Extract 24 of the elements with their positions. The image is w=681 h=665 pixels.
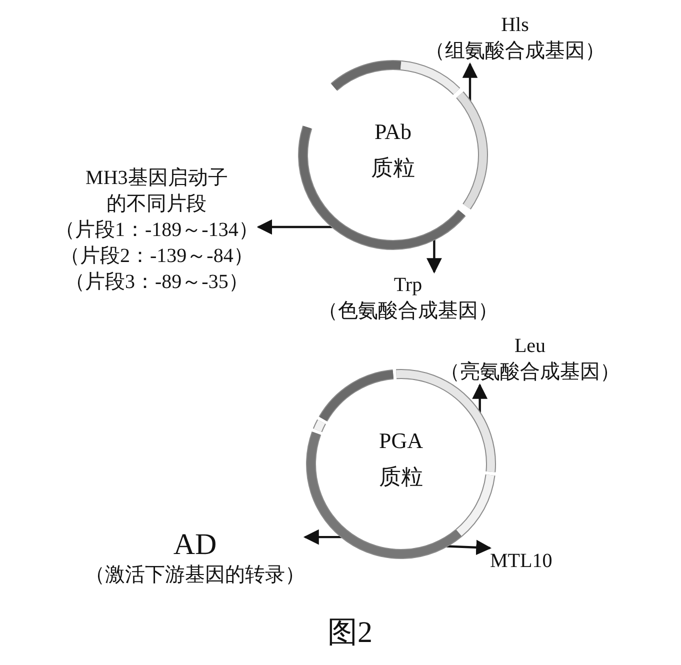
plasmid-label: 质粒 — [378, 463, 424, 491]
arrow — [426, 239, 442, 274]
gene-label: AD — [172, 528, 218, 562]
gene-label: Hls — [500, 13, 530, 38]
gene-description: （片段3：-89～-35） — [64, 270, 250, 295]
gene-label: Leu — [513, 334, 547, 359]
figure-caption: 图2 — [326, 615, 374, 651]
gene-description: （片段2：-139～-84） — [59, 244, 254, 269]
gene-description: （组氨酸合成基因） — [425, 39, 605, 64]
arrow — [472, 383, 488, 413]
arrow — [303, 529, 342, 545]
plasmid-name: PGA — [378, 428, 424, 454]
gene-description: （色氨酸合成基因） — [318, 299, 498, 324]
gene-label: MTL10 — [490, 549, 552, 574]
arrow — [462, 62, 478, 102]
arrow — [446, 540, 492, 556]
gene-label: MH3基因启动子的不同片段 — [84, 166, 229, 217]
gene-description: （激活下游基因的转录） — [85, 563, 305, 588]
plasmid-label: 质粒 — [370, 154, 416, 182]
gene-description: （片段1：-189～-134） — [55, 218, 258, 243]
arrow — [256, 219, 333, 235]
gene-description: （亮氨酸合成基因） — [440, 360, 620, 385]
gene-label: Trp — [392, 273, 424, 298]
plasmid-name: PAb — [373, 119, 413, 145]
